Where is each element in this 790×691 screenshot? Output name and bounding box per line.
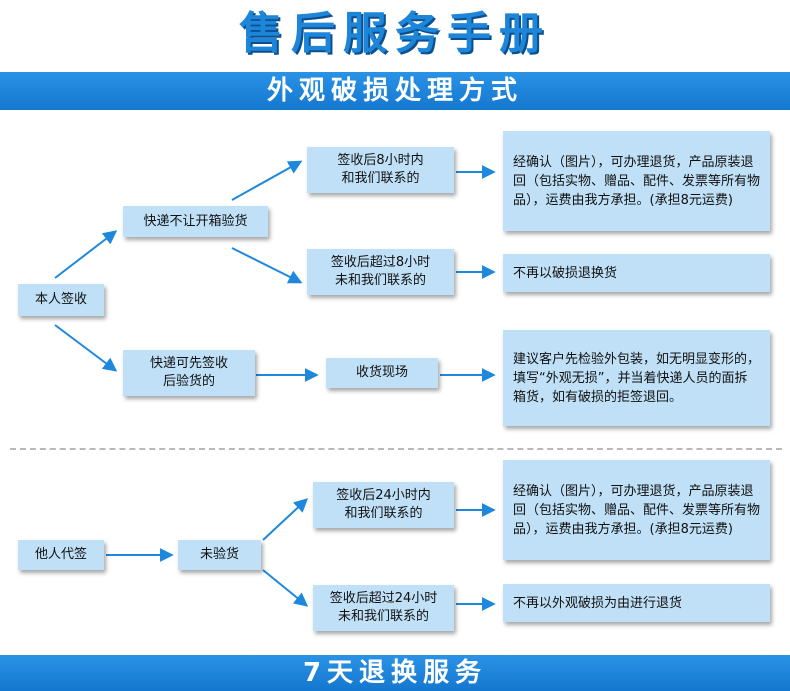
node-proxy-sign: 他人代签 xyxy=(18,540,104,570)
arrow-not-inspected-to-within24 xyxy=(262,498,309,541)
node-result-inspect: 建议客户先检验外包装，如无明显变形的，填写“外观无损”，并当着快递人员的面拆箱货… xyxy=(503,330,770,426)
node-over-24h: 签收后超过24小时 未和我们联系的 xyxy=(313,585,454,631)
page-title: 售后服务手册 xyxy=(239,8,551,59)
section-divider xyxy=(10,448,782,450)
arrow-not-inspected-to-over24 xyxy=(262,569,309,607)
node-courier-no-inspect: 快递不让开箱验货 xyxy=(123,206,268,237)
node-not-inspected: 未验货 xyxy=(178,540,261,570)
node-within-8h: 签收后8小时内 和我们联系的 xyxy=(307,147,454,193)
node-over-8h: 签收后超过8小时 未和我们联系的 xyxy=(307,249,454,295)
node-result-refund-8: 经确认（图片），可办理退货，产品原装退回（包括实物、赠品、配件、发票等所有物品）… xyxy=(503,131,770,231)
section-header: 外观破损处理方式 xyxy=(0,72,790,110)
arrow-no-inspect-to-over8 xyxy=(231,247,303,284)
footer-header: 7天退换服务 xyxy=(0,655,790,691)
node-within-24h: 签收后24小时内 和我们联系的 xyxy=(313,482,454,528)
arrow-no-inspect-to-within8 xyxy=(231,160,303,201)
node-result-no-return: 不再以破损退换货 xyxy=(503,254,770,292)
node-courier-sign-first: 快递可先签收 后验货的 xyxy=(123,350,255,396)
node-self-sign: 本人签收 xyxy=(18,284,104,316)
node-on-site: 收货现场 xyxy=(326,358,438,388)
arrow-self-to-no-inspect xyxy=(54,230,118,279)
node-result-refund-24: 经确认（图片），可办理退货，产品原装退回（包括实物、赠品、配件、发票等所有物品）… xyxy=(503,460,770,560)
node-result-no-return-24: 不再以外观破损为由进行退货 xyxy=(503,584,770,622)
arrow-self-to-sign-first xyxy=(54,324,118,372)
